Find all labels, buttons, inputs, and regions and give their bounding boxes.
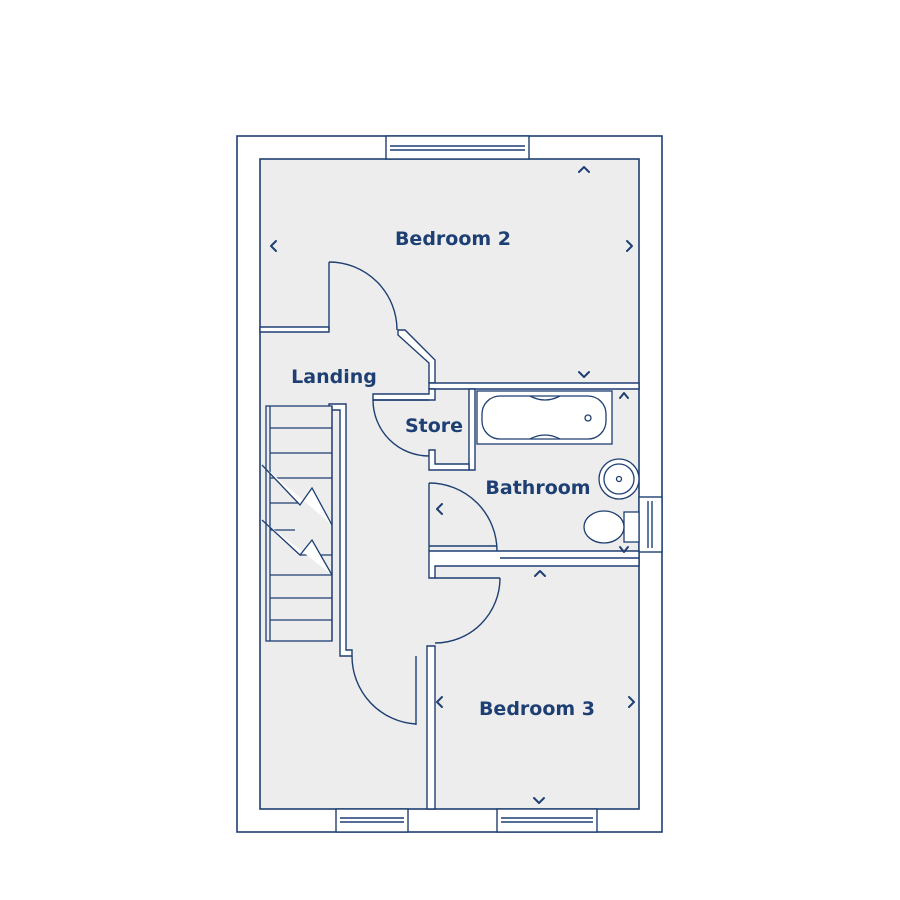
room-label-bathroom: Bathroom (485, 477, 590, 499)
chevron-icon (578, 371, 590, 378)
window-landing (335, 808, 409, 833)
wall-bedroom2-bathroom (428, 382, 640, 390)
room-label-bedroom-2: Bedroom 2 (395, 228, 511, 250)
doors (328, 261, 501, 725)
room-label-store: Store (405, 415, 463, 437)
chevron-icon (619, 546, 629, 553)
door-landing-lower (351, 655, 417, 725)
outer-walls (236, 135, 663, 833)
bathroom-fixtures (476, 390, 640, 544)
chevron-icon (628, 696, 635, 708)
windows (335, 135, 663, 833)
room-label-landing: Landing (291, 366, 377, 388)
stair-break-line-2 (261, 519, 333, 576)
washbasin (598, 458, 640, 500)
door-bathroom (428, 482, 498, 552)
door-bedroom-2 (328, 261, 398, 331)
door-bedroom-3 (434, 577, 501, 644)
chevron-icon (436, 696, 443, 708)
chevron-icon (533, 797, 545, 804)
stair-break-line (261, 464, 333, 526)
wall-bedroom2-landing-left (259, 326, 330, 333)
window-bedroom-3 (496, 808, 598, 833)
wall-store-bottom (428, 449, 470, 471)
chevron-icon (578, 166, 590, 173)
staircase (261, 405, 333, 642)
interior-walls (259, 326, 640, 810)
bathtub (476, 390, 613, 445)
chevron-icon (626, 240, 633, 252)
chevron-icon (436, 503, 443, 515)
wall-landing-bedroom3 (426, 645, 436, 810)
chevron-icon (270, 240, 277, 252)
chevron-icon (534, 570, 546, 577)
wall-store-right (468, 388, 476, 471)
chevron-icon (619, 392, 629, 399)
room-label-bedroom-3: Bedroom 3 (479, 698, 595, 720)
room-labels: Bedroom 2 Landing Store Bathroom Bedroom… (291, 228, 595, 720)
window-bedroom-2 (385, 135, 530, 160)
stair-flight (265, 405, 333, 642)
dimension-markers (270, 166, 635, 804)
door-store (372, 399, 430, 457)
window-bathroom (638, 496, 663, 553)
toilet (583, 510, 640, 544)
